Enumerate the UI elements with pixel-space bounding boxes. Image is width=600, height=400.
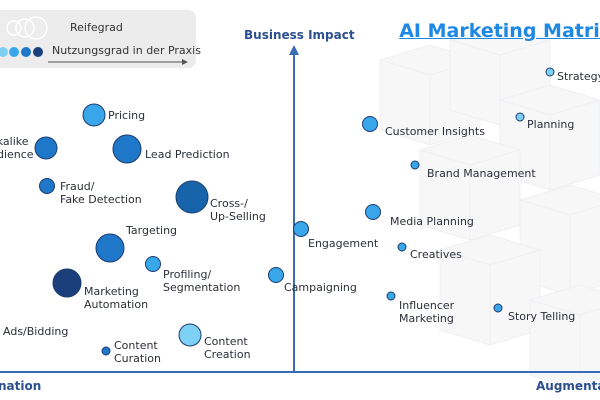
node-label: Fraud/Fake Detection: [60, 180, 142, 206]
node-label: Strategy: [557, 70, 600, 83]
node-label: Brand Management: [427, 167, 536, 180]
node-label: Ads/Bidding: [3, 325, 69, 338]
node-circle: [493, 303, 503, 313]
node-circle: [515, 112, 525, 122]
legend-color-sample-2: [9, 47, 19, 57]
node-label: Planning: [527, 118, 575, 131]
node-circle: [95, 233, 125, 263]
node-label: Cross-/Up-Selling: [210, 197, 266, 223]
node-label: Creatives: [410, 248, 462, 261]
node-label: okalikeudience: [0, 135, 34, 161]
node-label: Engagement: [308, 237, 379, 250]
legend-size-sample-small: [6, 20, 22, 36]
node-circle: [52, 268, 82, 298]
node-circle: [545, 67, 555, 77]
node-label: Pricing: [108, 109, 146, 122]
node-circle: [175, 180, 209, 214]
y-axis-arrow: [289, 45, 299, 55]
legend-size-label: Reifegrad: [70, 21, 123, 34]
legend-color-sample-3: [21, 47, 31, 57]
node-circle: [101, 346, 111, 356]
legend-arrow-head: [182, 59, 188, 65]
node-circle: [178, 323, 202, 347]
node-circle: [397, 242, 407, 252]
legend-color-label: Nutzungsgrad in der Praxis: [52, 44, 201, 57]
node-label: Lead Prediction: [145, 148, 230, 161]
node-circle: [39, 178, 55, 194]
node-label: Targeting: [126, 224, 178, 237]
legend-symbols: [0, 16, 188, 65]
legend-size-samples: [6, 16, 48, 40]
node-circle: [268, 267, 284, 283]
node-circle: [145, 256, 161, 272]
legend-color-sample-1: [0, 47, 8, 57]
node-label: Customer Insights: [385, 125, 485, 138]
node-circle: [34, 136, 58, 160]
legend-size-sample-medium: [15, 18, 35, 38]
node-circle: [365, 204, 381, 220]
node-circle: [82, 103, 106, 127]
y-axis-label: Business Impact: [244, 28, 355, 42]
node-circle: [410, 160, 420, 170]
diagram-title: AI Marketing Matrix: [399, 20, 600, 42]
node-label: Media Planning: [390, 215, 474, 228]
node-label: Story Telling: [508, 310, 576, 323]
node-circle: [386, 291, 396, 301]
node-circle: [362, 116, 378, 132]
legend-color-sample-4: [33, 47, 43, 57]
x-axis-left-label: nation: [0, 379, 42, 393]
node-circle: [112, 134, 142, 164]
node-circle: [293, 221, 309, 237]
legend-size-sample-large: [24, 16, 48, 40]
x-axis-right-label: Augmenta: [536, 379, 600, 393]
legend-color-samples: [0, 47, 43, 57]
node-label: Campaigning: [284, 281, 357, 294]
node-label: Profiling/Segmentation: [163, 268, 241, 294]
